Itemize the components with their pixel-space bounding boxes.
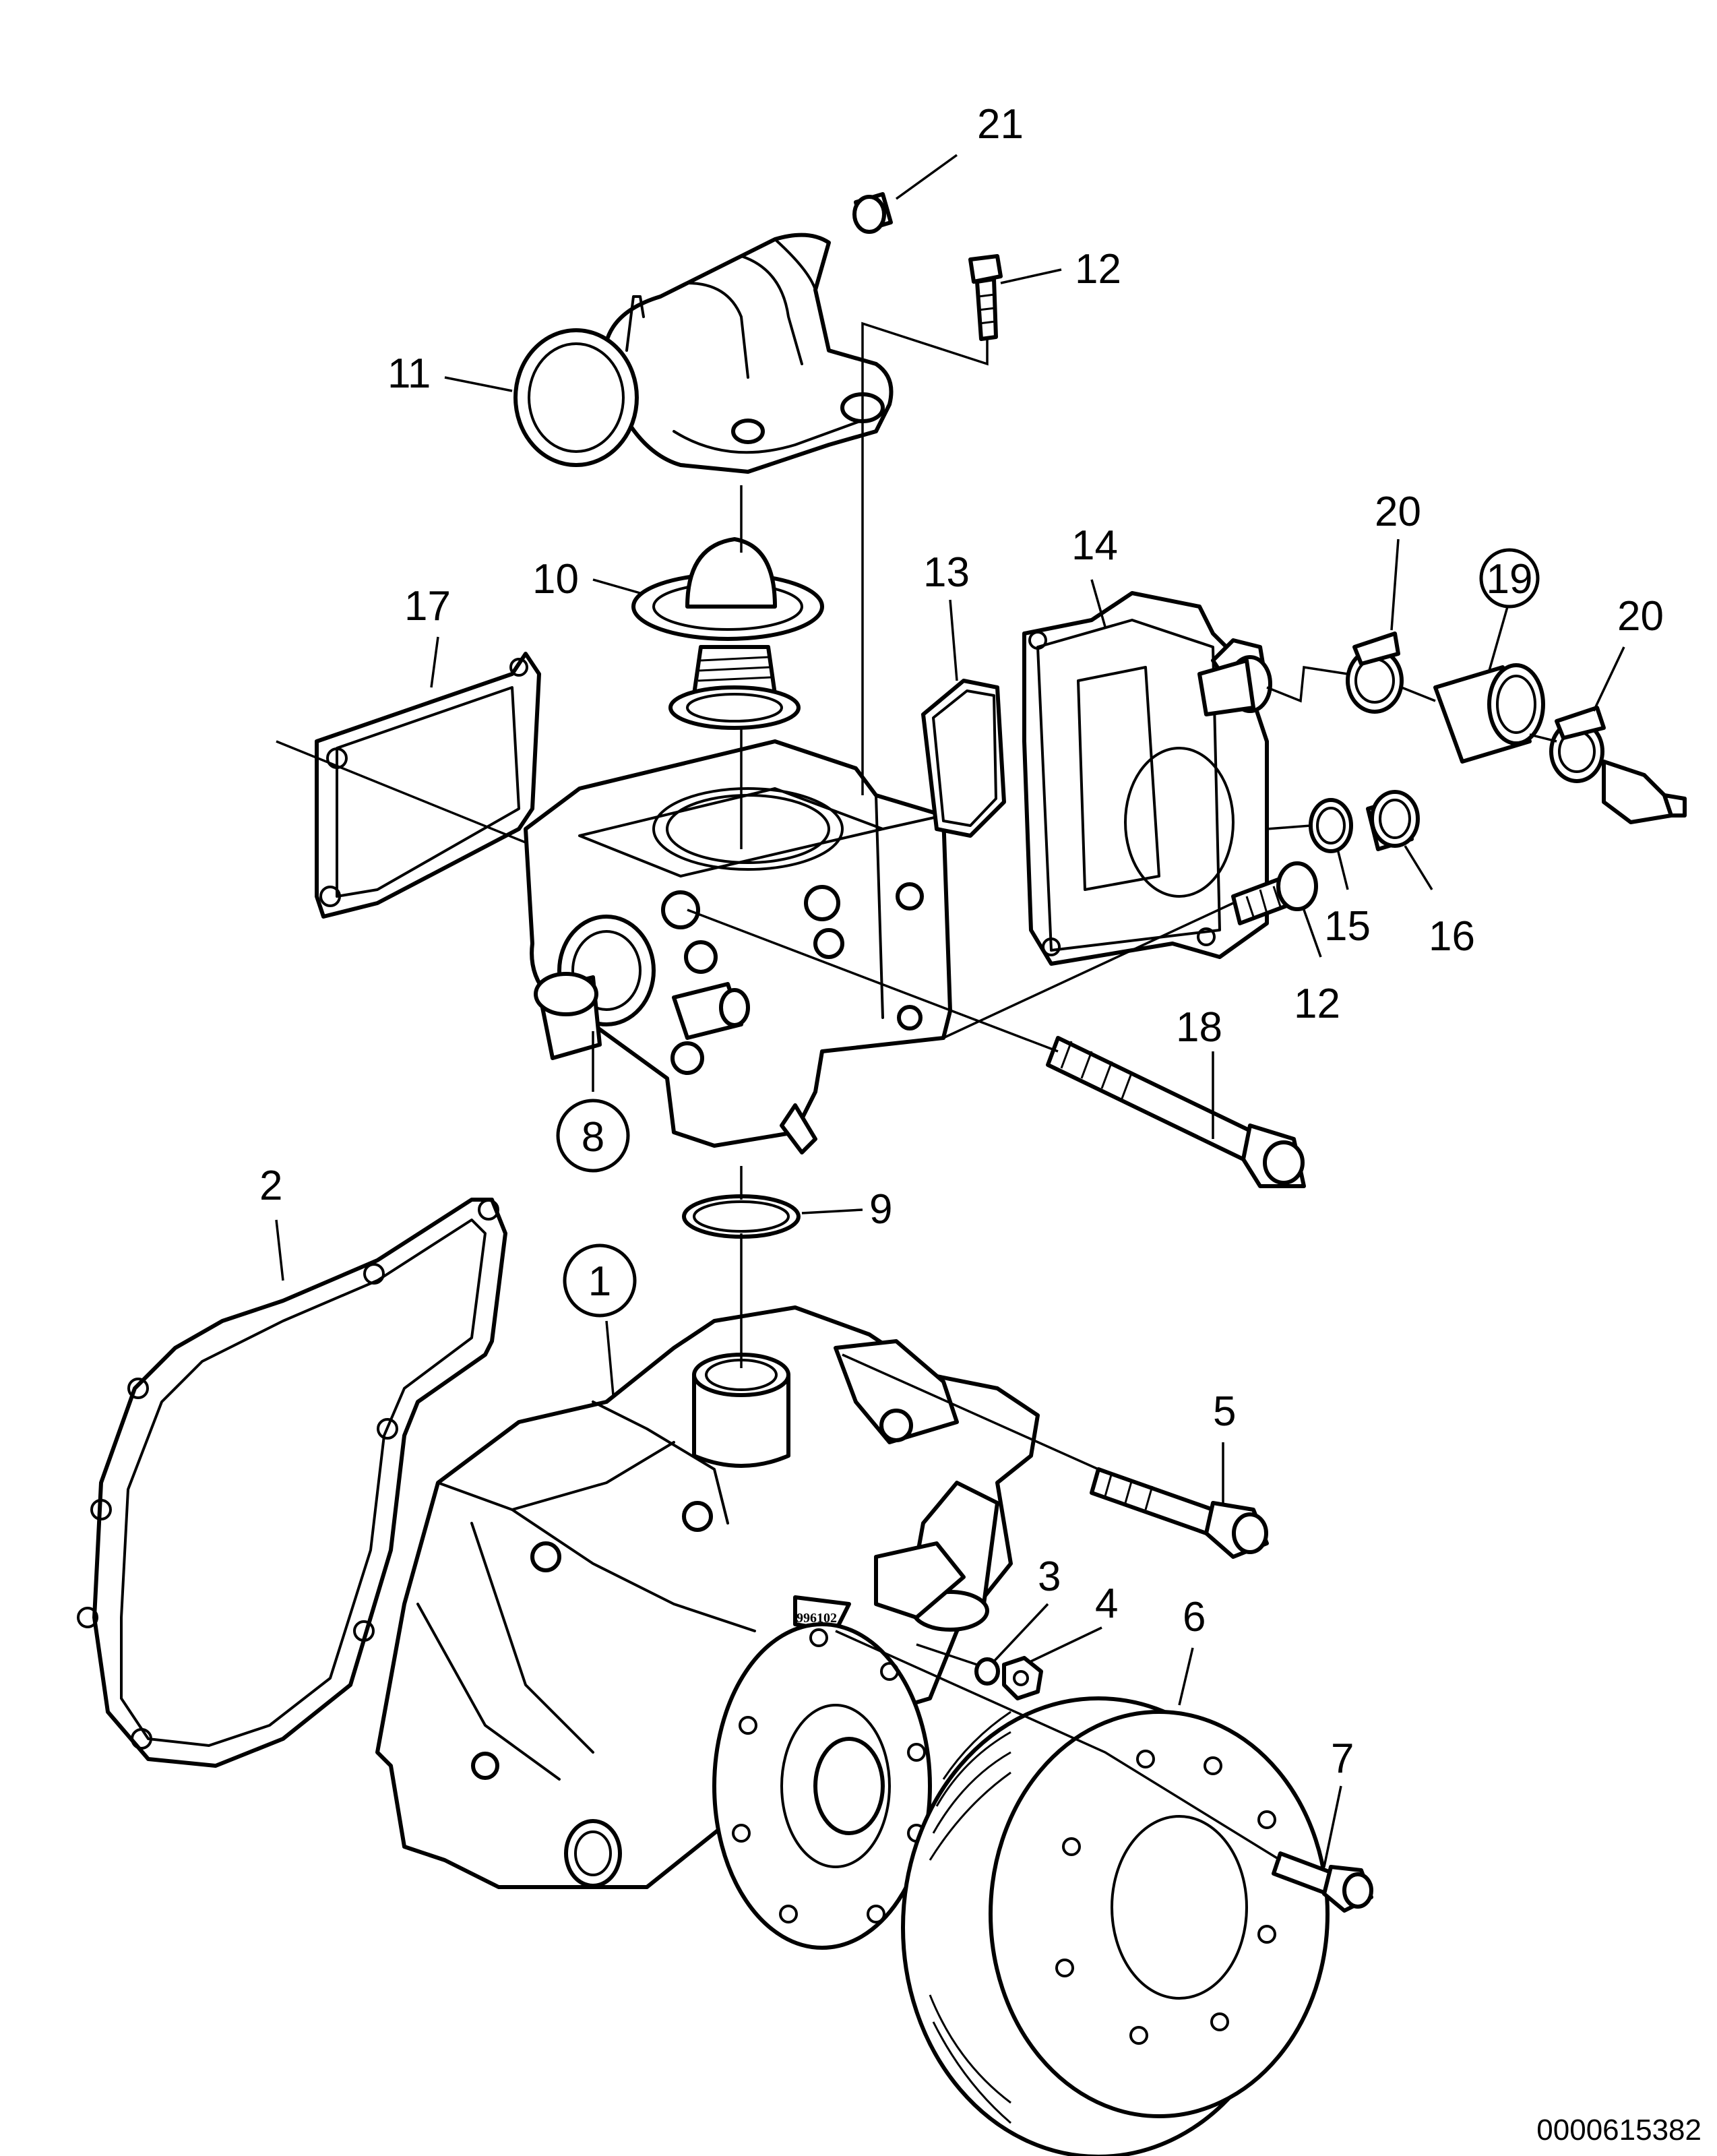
part-14-outlet-housing (1022, 591, 1272, 966)
callout-leaders (275, 154, 1625, 1868)
callout-5: 5 (1213, 1388, 1236, 1435)
callout-11: 11 (387, 350, 431, 397)
part-4-nut (1002, 1656, 1043, 1700)
assembly-axis-lines (276, 321, 1557, 1861)
callout-20-left: 20 (1375, 489, 1421, 535)
callout-21: 21 (977, 101, 1024, 148)
callout-19-ring (1479, 548, 1540, 609)
part-12-bolt-side (1231, 861, 1318, 925)
part-16-plug (1366, 790, 1420, 851)
part-20-clamp-right (1549, 706, 1606, 783)
part-20-clamp-left (1346, 632, 1404, 714)
callout-12-top: 12 (1075, 246, 1121, 292)
part-7-bolt (1272, 1851, 1373, 1913)
callout-15: 15 (1324, 903, 1371, 950)
part-13-gasket (921, 679, 1006, 838)
part-19-hose (1433, 663, 1545, 764)
callout-4: 4 (1095, 1580, 1118, 1627)
part-2-gasket (77, 1198, 507, 1768)
callout-19: 19 (1487, 556, 1533, 603)
callout-14: 14 (1071, 522, 1118, 569)
callout-2: 2 (259, 1163, 282, 1209)
sensor (1602, 760, 1687, 824)
callout-labels: 21 12 11 10 17 13 14 20 19 20 15 16 12 1… (259, 101, 1664, 1782)
callout-18: 18 (1176, 1004, 1222, 1051)
part-17-gasket (315, 652, 541, 919)
callout-16: 16 (1429, 913, 1475, 960)
callout-1: 1 (588, 1258, 611, 1305)
callout-10: 10 (532, 556, 579, 603)
callout-1-ring (563, 1243, 637, 1318)
callout-20-right: 20 (1617, 593, 1664, 640)
callout-8: 8 (582, 1114, 604, 1161)
callout-3: 3 (1038, 1553, 1061, 1600)
callout-9: 9 (869, 1186, 892, 1233)
pump-flange (712, 1622, 932, 1950)
callout-6: 6 (1183, 1594, 1206, 1640)
callout-17: 17 (404, 583, 451, 629)
document-id: 0000615382 (1536, 2114, 1702, 2147)
callout-8-ring (556, 1099, 630, 1173)
callout-12-side: 12 (1294, 981, 1340, 1027)
callout-7: 7 (1331, 1735, 1354, 1782)
part-6-pulley (901, 1696, 1330, 2156)
part-3-washer (974, 1657, 1000, 1686)
part-10-thermostat (631, 537, 824, 730)
part-5-bolt (1090, 1467, 1269, 1559)
casting-mark: 996102 (797, 1611, 837, 1626)
part-12-bolt-top (968, 254, 1003, 341)
part-11-thermostat-cover (513, 233, 894, 474)
callout-13: 13 (923, 549, 970, 596)
part-8-thermostat-housing (524, 739, 952, 1154)
part-1-water-pump: 996102 (375, 1305, 1040, 1889)
part-18-long-bolt (1046, 1036, 1306, 1188)
part-21-cap (852, 192, 893, 234)
part-9-o-ring (682, 1194, 801, 1239)
part-15-washer (1309, 798, 1353, 853)
